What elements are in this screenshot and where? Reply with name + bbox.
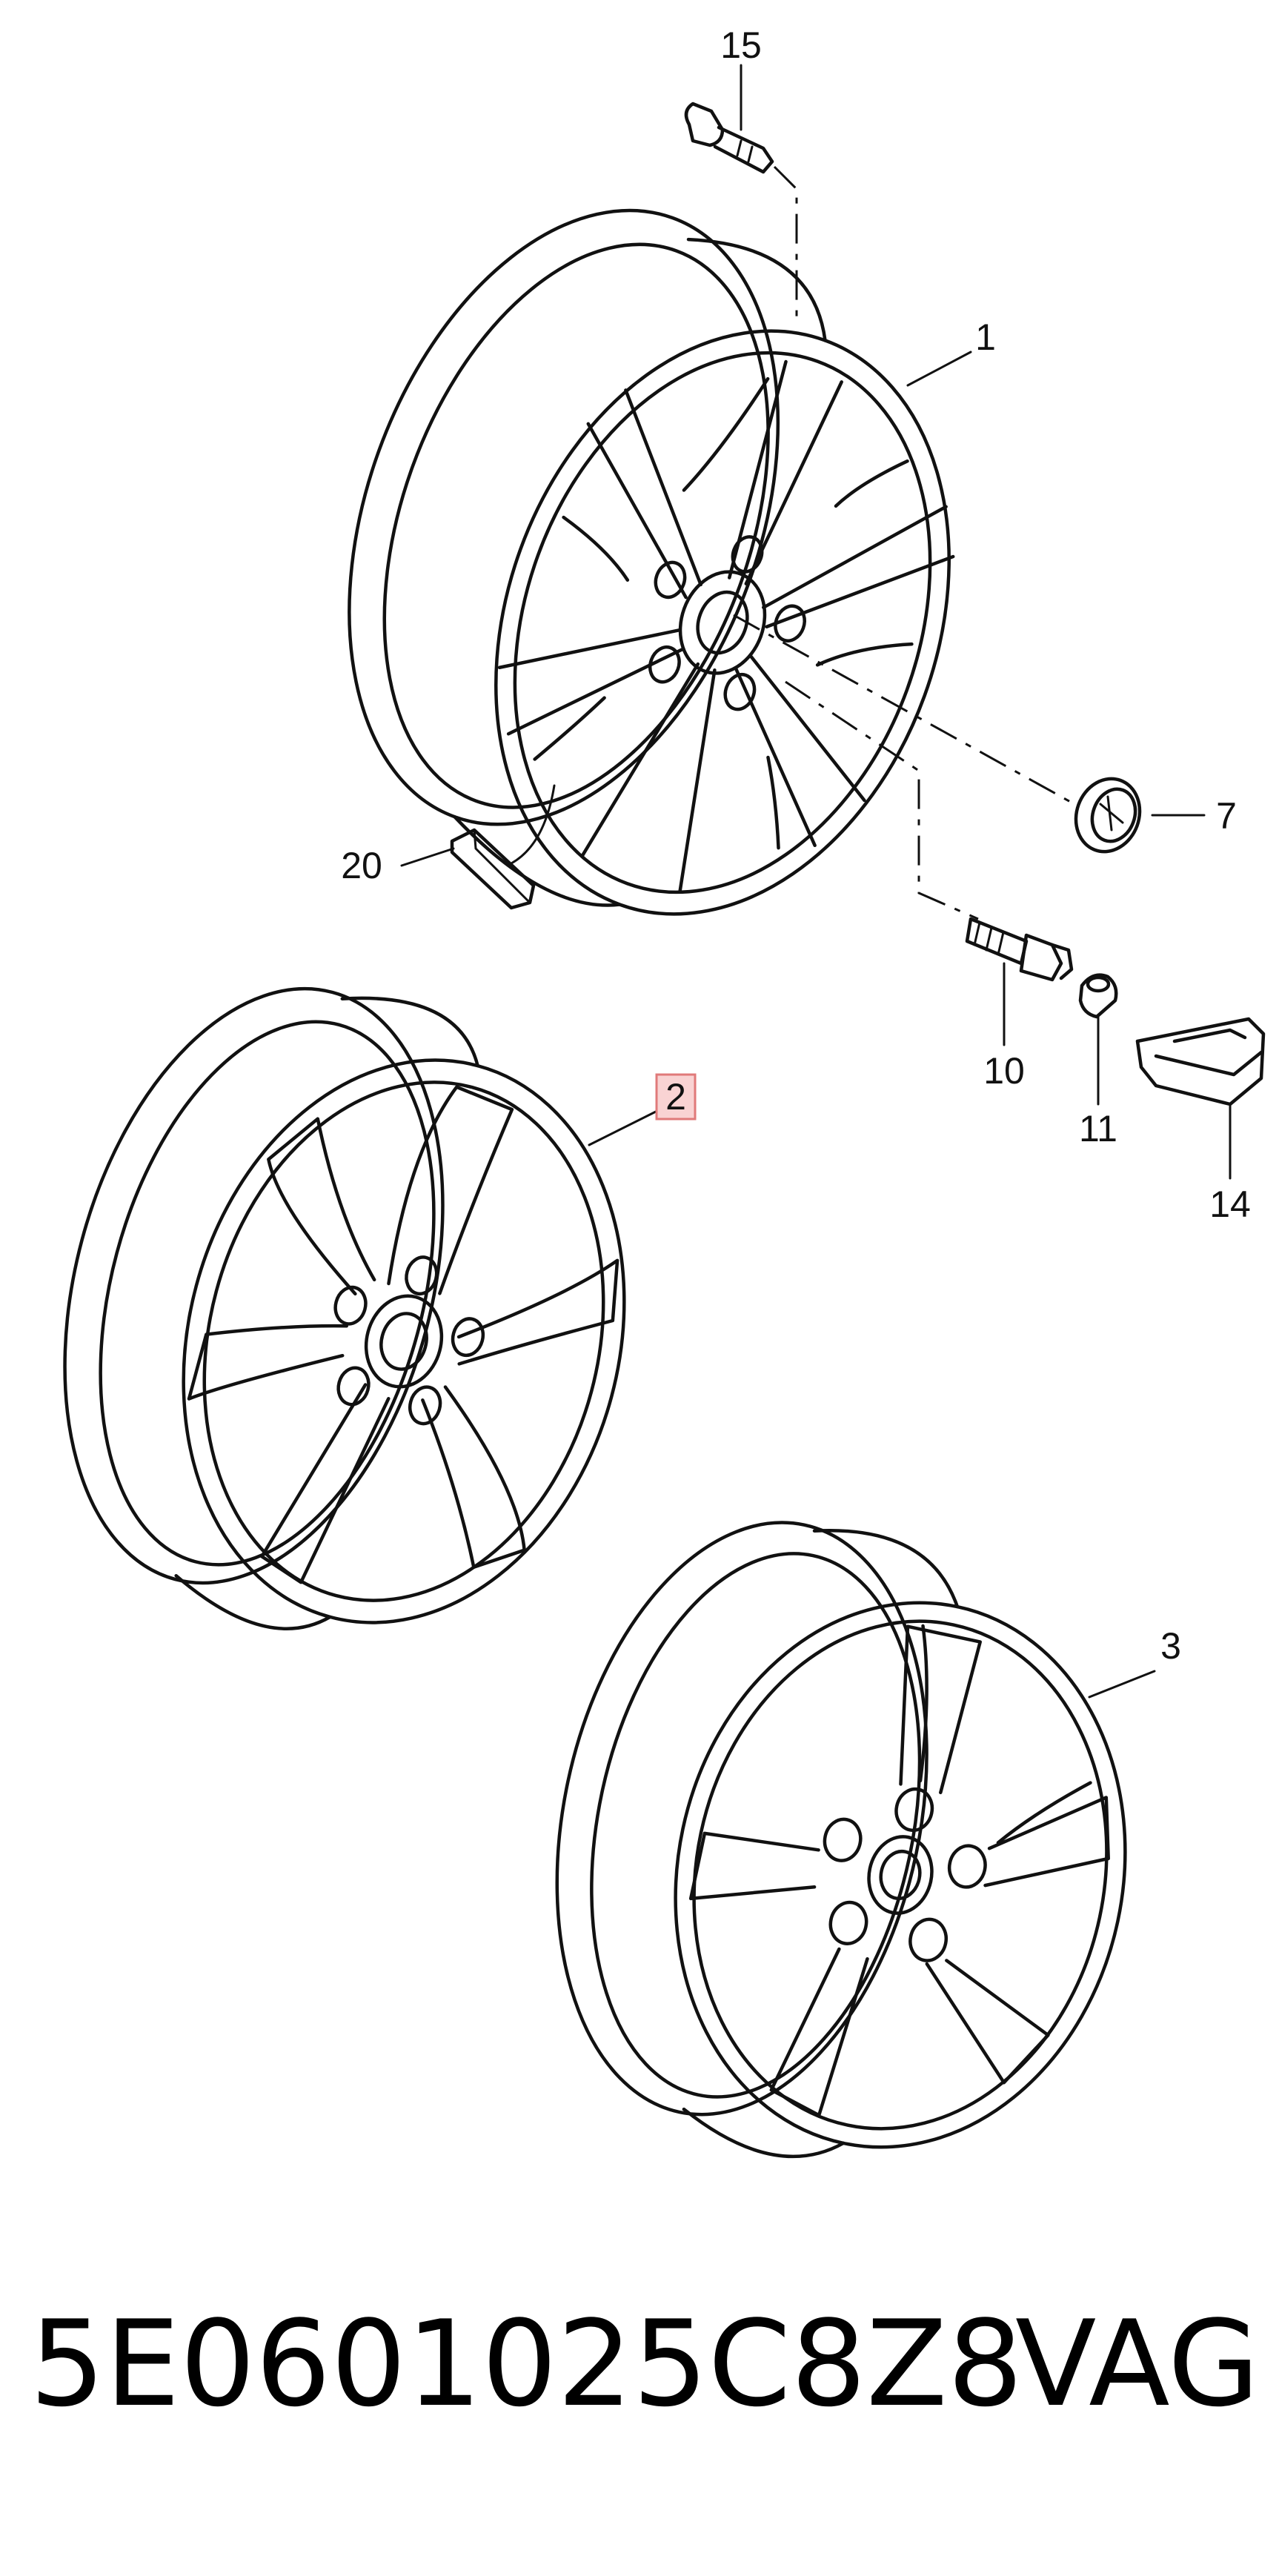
balance-weight-drawing <box>450 828 536 910</box>
callout-3[interactable]: 3 <box>1160 1625 1181 1667</box>
wheel-bolt-drawing <box>965 917 1074 982</box>
bolt-leader-dash <box>785 680 979 920</box>
bolt-cap-drawing <box>1078 973 1118 1019</box>
callout-7[interactable]: 7 <box>1216 795 1237 837</box>
callout-15[interactable]: 15 <box>720 24 762 66</box>
callout-11[interactable]: 11 <box>1079 1108 1117 1149</box>
centre-cap-drawing <box>1074 777 1142 854</box>
callout-20[interactable]: 20 <box>341 845 382 886</box>
valve-stem-drawing <box>684 102 774 174</box>
adapter-key-drawing <box>1135 1017 1266 1106</box>
wheel-3-drawing <box>555 1521 1127 2159</box>
weight-leader <box>510 784 556 865</box>
callout-14[interactable]: 14 <box>1209 1184 1251 1225</box>
part-number-caption: 5E0601025C8Z8 <box>30 2294 1023 2433</box>
leader-lines <box>400 64 1232 1699</box>
wheel-1-drawing <box>348 208 955 916</box>
brand-caption: VAG <box>1015 2294 1260 2433</box>
valve-leader-dash <box>773 165 798 326</box>
callout-1[interactable]: 1 <box>975 316 996 358</box>
callout-10[interactable]: 10 <box>983 1050 1025 1092</box>
wheel-2-drawing <box>63 986 626 1630</box>
callout-2-highlight <box>655 1073 697 1121</box>
cap-leader-dash <box>733 614 1075 806</box>
callout-2[interactable]: 2 <box>665 1076 686 1118</box>
